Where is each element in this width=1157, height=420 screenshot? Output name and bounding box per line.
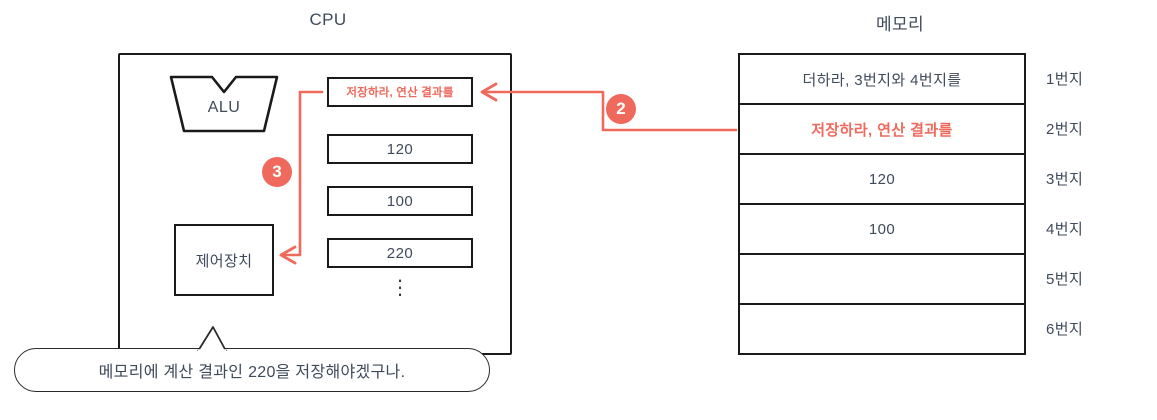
memory-row: 120	[740, 155, 1024, 205]
memory-row: 100	[740, 205, 1024, 255]
alu-label: ALU	[207, 99, 241, 116]
register-100: 100	[327, 186, 473, 216]
memory-title: 메모리	[875, 15, 925, 34]
memory-address-label: 6번지	[1046, 320, 1084, 338]
memory-address-label: 1번지	[1046, 70, 1084, 88]
control-unit: 제어장치	[174, 224, 274, 296]
instruction-register: 저장하라, 연산 결과를	[327, 77, 473, 107]
memory-address-label: 5번지	[1046, 270, 1084, 288]
alu-shape: ALU	[168, 73, 280, 135]
memory-row: 저장하라, 연산 결과를	[740, 105, 1024, 155]
register-120: 120	[327, 134, 473, 164]
register-ellipsis-icon: ···	[396, 267, 404, 306]
register-220: 220	[327, 238, 473, 268]
memory-address-label: 3번지	[1046, 170, 1084, 188]
memory-row	[740, 305, 1024, 355]
cpu-title: CPU	[309, 10, 347, 29]
step-badge-2: 2	[606, 94, 636, 124]
memory-row	[740, 255, 1024, 305]
speech-bubble: 메모리에 계산 결과인 220을 저장해야겠구나.	[14, 348, 490, 392]
memory-address-column: 1번지 2번지 3번지 4번지 5번지 6번지	[1046, 53, 1146, 355]
speech-bubble-tail-icon	[196, 322, 236, 353]
memory-address-label: 4번지	[1046, 220, 1084, 238]
memory-row: 더하라, 3번지와 4번지를	[740, 55, 1024, 105]
memory-address-label: 2번지	[1046, 120, 1084, 138]
step-badge-3: 3	[262, 157, 292, 187]
memory-container: 더하라, 3번지와 4번지를 저장하라, 연산 결과를 120 100	[738, 53, 1026, 355]
